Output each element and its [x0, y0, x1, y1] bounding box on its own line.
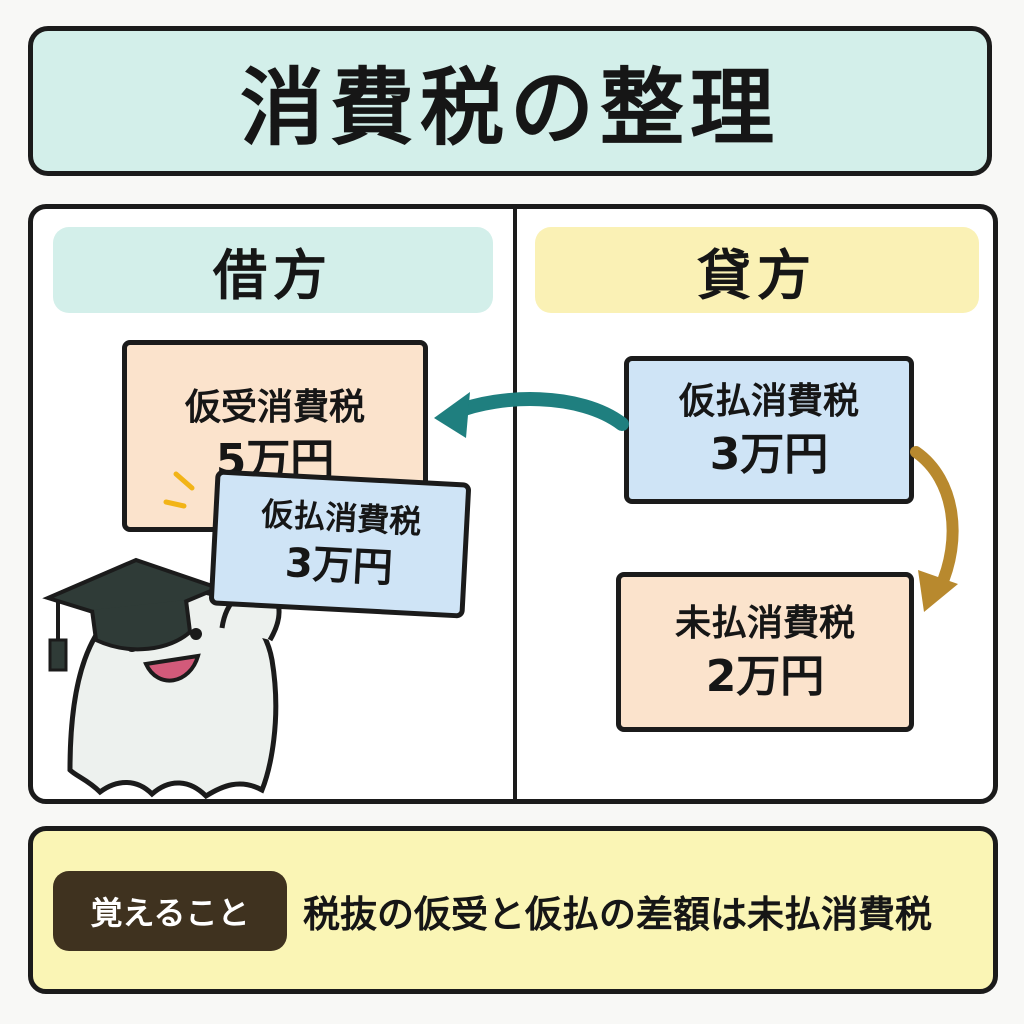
card-name: 未払消費税 — [674, 603, 855, 645]
card-karibarai-credit: 仮払消費税 3万円 — [624, 356, 914, 504]
card-amount: 3万円 — [283, 539, 394, 592]
card-name: 仮受消費税 — [184, 387, 365, 429]
card-name: 仮払消費税 — [678, 381, 859, 423]
card-amount: 3万円 — [709, 428, 829, 480]
card-mibarai-shohizei: 未払消費税 2万円 — [616, 572, 914, 732]
remember-badge: 覚えること — [53, 871, 287, 951]
memo-panel: 覚えること 税抜の仮受と仮払の差額は未払消費税 — [28, 826, 998, 994]
card-amount: 2万円 — [705, 650, 825, 702]
card-karibarai-debit: 仮払消費税 3万円 — [208, 469, 472, 619]
card-name: 仮払消費税 — [260, 495, 423, 542]
credit-header: 貸方 — [535, 227, 979, 313]
page-title: 消費税の整理 — [239, 58, 780, 157]
debit-header: 借方 — [53, 227, 493, 313]
title-banner: 消費税の整理 — [28, 26, 992, 176]
remember-text: 税抜の仮受と仮払の差額は未払消費税 — [303, 893, 932, 936]
column-divider — [513, 209, 517, 799]
